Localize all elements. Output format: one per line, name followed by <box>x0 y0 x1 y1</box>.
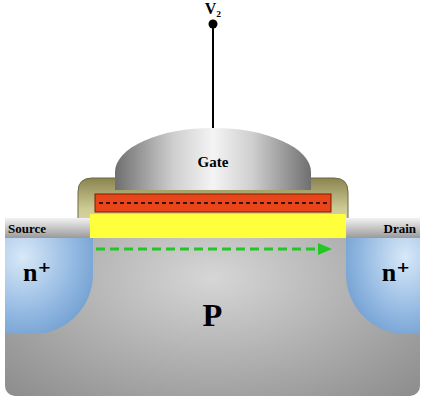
charge-layer <box>95 194 331 212</box>
source-contact-label: Source <box>8 222 46 235</box>
gate-electrode: Gate <box>115 128 311 190</box>
channel <box>90 214 346 238</box>
n-plus-region: n⁺ <box>5 238 93 334</box>
drain-contact-label: Drain <box>384 222 417 235</box>
gate-wire <box>212 24 214 132</box>
n-plus-region-label: n⁺ <box>23 260 51 286</box>
p-substrate: Pn⁺n⁺ <box>5 238 420 396</box>
drain-contact: Drain <box>346 218 420 238</box>
source-contact: Source <box>5 218 90 238</box>
n-plus-region: n⁺ <box>346 238 420 334</box>
terminal-dot <box>209 20 218 29</box>
n-plus-region-label: n⁺ <box>382 260 410 286</box>
gate-electrode-label: Gate <box>198 155 229 170</box>
negative-charge <box>99 202 327 204</box>
voltage-label: V₂ <box>150 1 276 17</box>
